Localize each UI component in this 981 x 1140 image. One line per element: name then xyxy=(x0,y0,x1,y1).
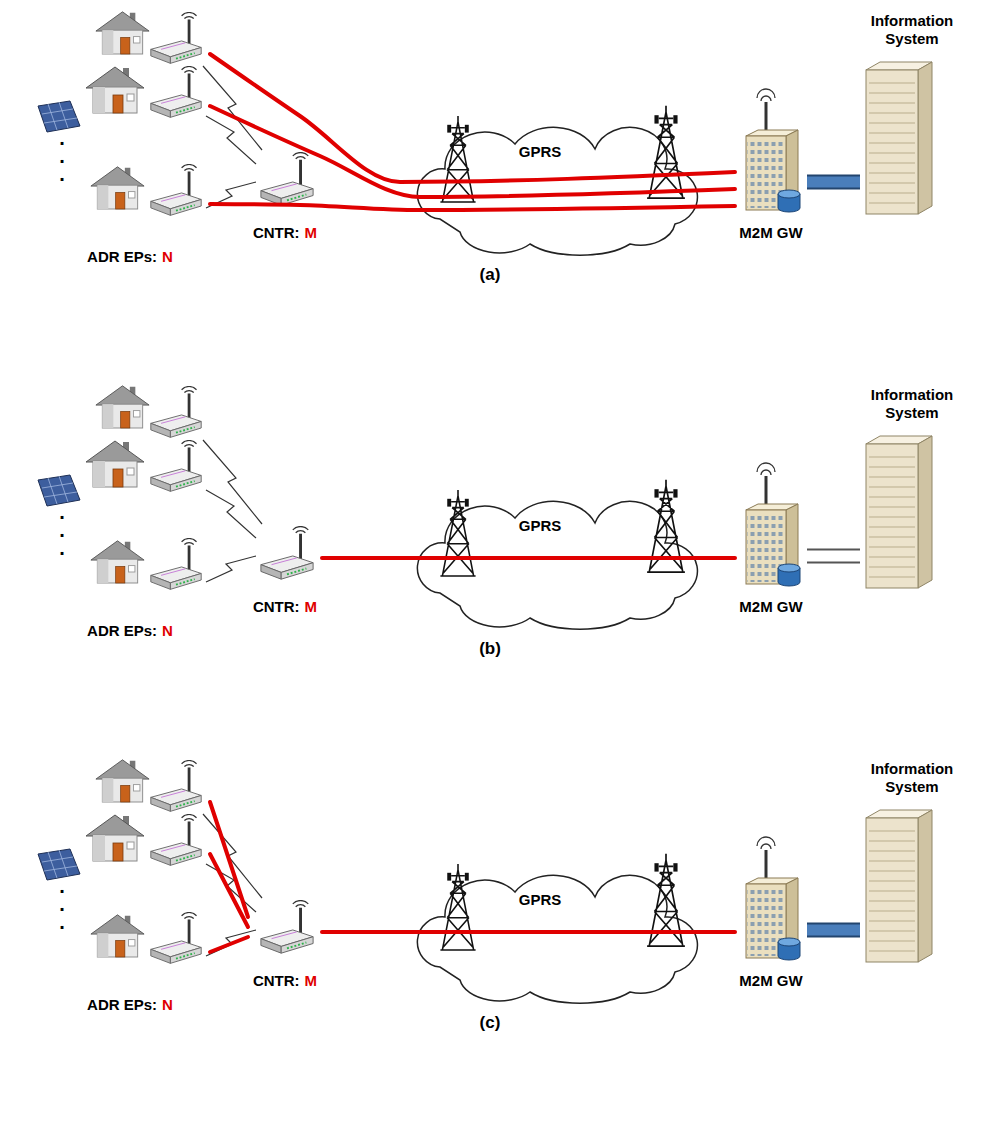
count-symbol: M xyxy=(305,224,318,241)
concentrator-router: CNTR: M xyxy=(248,152,322,242)
node-title: M2M GW xyxy=(739,598,802,615)
bus-pipe xyxy=(807,551,860,562)
ellipsis-dot: . xyxy=(32,520,92,540)
panel-label: (b) xyxy=(460,640,520,657)
information-system: Information System xyxy=(860,386,964,591)
link-group xyxy=(807,556,860,557)
gprs-network: GPRS xyxy=(500,886,580,914)
link-group xyxy=(210,54,735,182)
m2m-gateway: M2M GW xyxy=(735,488,807,616)
link-group xyxy=(210,854,248,927)
node-label: GPRS xyxy=(519,517,562,535)
bus-pipe xyxy=(807,177,860,188)
panel-illustration xyxy=(38,386,932,629)
pipe-outline xyxy=(807,175,860,190)
node-label: ADR EPs: N xyxy=(87,996,173,1014)
count-symbol: N xyxy=(162,622,173,639)
link-group xyxy=(210,204,735,210)
count-symbol: M xyxy=(305,972,318,989)
link-group xyxy=(210,937,248,952)
ellipsis-dot: . xyxy=(32,164,92,184)
ellipsis-dot: . xyxy=(32,876,92,896)
node-label: M2M GW xyxy=(739,598,802,616)
link-group xyxy=(322,558,735,559)
endpoint-group: ADR EPs: N xyxy=(50,752,210,1014)
count-symbol: N xyxy=(162,996,173,1013)
count-symbol: N xyxy=(162,248,173,265)
node-label: CNTR: M xyxy=(253,598,317,616)
node-title: ADR EPs: xyxy=(87,996,157,1013)
node-title: Information System xyxy=(871,760,954,795)
gprs-network: GPRS xyxy=(500,138,580,166)
panel-illustration xyxy=(38,760,932,1003)
information-system: Information System xyxy=(860,760,964,965)
node-label: ADR EPs: N xyxy=(87,248,173,266)
data-link xyxy=(210,106,735,197)
gprs-network: GPRS xyxy=(500,512,580,540)
count-symbol: M xyxy=(305,598,318,615)
node-label: Information System xyxy=(864,760,960,796)
m2m-gateway: M2M GW xyxy=(735,114,807,242)
pipe-outline xyxy=(807,923,860,938)
link-group xyxy=(807,930,860,931)
data-link xyxy=(210,802,248,917)
data-link xyxy=(210,937,248,952)
node-label: ADR EPs: N xyxy=(87,622,173,640)
panel-illustration xyxy=(38,12,932,255)
ellipsis-dot: . xyxy=(32,146,92,166)
data-link xyxy=(322,930,735,934)
data-link xyxy=(210,54,735,182)
m2m-gateway: M2M GW xyxy=(735,862,807,990)
node-label: CNTR: M xyxy=(253,224,317,242)
node-label: Information System xyxy=(864,12,960,48)
node-label: M2M GW xyxy=(739,224,802,242)
link-group xyxy=(210,106,735,197)
node-title: CNTR: xyxy=(253,224,300,241)
ellipsis-dot: . xyxy=(32,912,92,932)
node-title: M2M GW xyxy=(739,224,802,241)
information-system: Information System xyxy=(860,12,964,217)
endpoint-group: ADR EPs: N xyxy=(50,4,210,266)
concentrator-router: CNTR: M xyxy=(248,900,322,990)
node-label: GPRS xyxy=(519,143,562,161)
concentrator-router: CNTR: M xyxy=(248,526,322,616)
link-group xyxy=(210,802,248,917)
data-link xyxy=(210,854,248,927)
node-title: Information System xyxy=(871,386,954,421)
panel-label: (a) xyxy=(460,266,520,283)
node-title: ADR EPs: xyxy=(87,248,157,265)
node-title: CNTR: xyxy=(253,972,300,989)
node-label: Information System xyxy=(864,386,960,422)
node-title: CNTR: xyxy=(253,598,300,615)
bus-pipe xyxy=(807,925,860,936)
data-link xyxy=(210,204,735,210)
ellipsis-dot: . xyxy=(32,128,92,148)
data-link xyxy=(322,556,735,560)
endpoint-group: ADR EPs: N xyxy=(50,378,210,640)
ellipsis-dot: . xyxy=(32,538,92,558)
node-title: ADR EPs: xyxy=(87,622,157,639)
node-title: Information System xyxy=(871,12,954,47)
node-label: CNTR: M xyxy=(253,972,317,990)
link-group xyxy=(807,182,860,183)
pipe-outline xyxy=(807,549,860,564)
ellipsis-dot: . xyxy=(32,894,92,914)
panel-label: (c) xyxy=(460,1014,520,1031)
node-label: GPRS xyxy=(519,891,562,909)
ellipsis-dot: . xyxy=(32,502,92,522)
node-title: GPRS xyxy=(519,517,562,534)
node-title: GPRS xyxy=(519,143,562,160)
node-title: GPRS xyxy=(519,891,562,908)
node-title: M2M GW xyxy=(739,972,802,989)
link-group xyxy=(322,932,735,933)
node-label: M2M GW xyxy=(739,972,802,990)
